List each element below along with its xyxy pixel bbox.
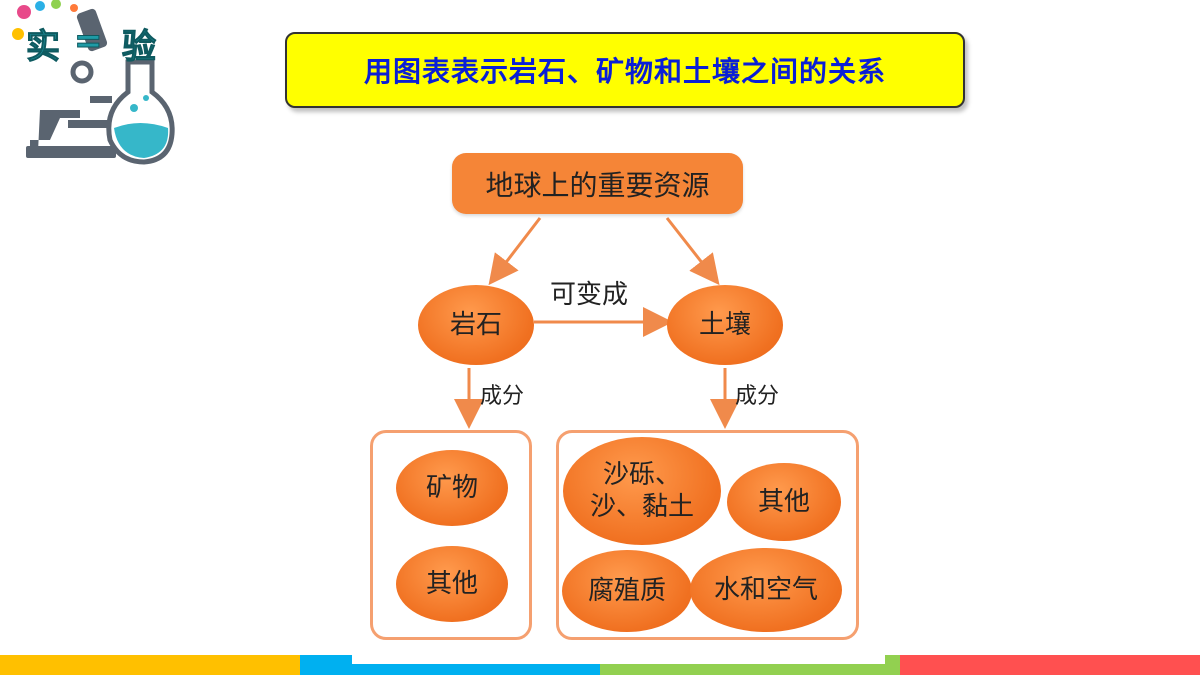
arrow-root-to-soil	[665, 217, 720, 286]
footer-mask	[352, 655, 885, 664]
node-sand-gravel-line2: 沙、黏土	[589, 492, 694, 522]
node-humus-label: 腐殖质	[587, 575, 666, 606]
confetti-decoration	[12, 0, 78, 40]
node-sand-gravel: 沙砾、 沙、黏土	[563, 437, 721, 545]
edge-label-composition-left: 成分	[480, 384, 525, 409]
flask-icon	[106, 59, 175, 165]
logo-char-2: =	[74, 21, 103, 61]
edge-label-composition-right: 成分	[735, 384, 780, 409]
node-soil-other-label: 其他	[757, 486, 810, 517]
node-mineral: 矿物	[396, 450, 508, 526]
node-mineral-label: 矿物	[425, 472, 478, 503]
node-rock-other: 其他	[396, 546, 508, 622]
node-water-air-label: 水和空气	[713, 574, 818, 605]
title-banner: 用图表表示岩石、矿物和土壤之间的关系	[285, 32, 965, 108]
node-rock: 岩石	[418, 285, 534, 365]
node-rock-other-label: 其他	[425, 568, 478, 599]
node-sand-gravel-line1: 沙砾、	[602, 459, 681, 490]
node-soil-label: 土壤	[698, 309, 751, 340]
node-sand-gravel-label: 沙砾、 沙、黏土	[590, 459, 694, 524]
node-root-label: 地球上的重要资源	[485, 168, 710, 202]
footer-stripe-yellow	[0, 655, 300, 675]
experiment-logo: 实 = 验	[12, 0, 175, 165]
edge-label-transform: 可变成	[550, 280, 629, 310]
node-water-air: 水和空气	[690, 548, 842, 632]
node-soil: 土壤	[667, 285, 783, 365]
node-humus: 腐殖质	[562, 550, 692, 632]
footer-stripe-red	[900, 655, 1200, 675]
node-soil-other: 其他	[727, 463, 841, 541]
arrow-root-to-rock	[488, 217, 542, 286]
logo-char-1: 实	[26, 27, 60, 67]
node-root: 地球上的重要资源	[452, 153, 743, 214]
node-rock-label: 岩石	[449, 309, 502, 340]
page-title: 用图表表示岩石、矿物和土壤之间的关系	[363, 55, 886, 88]
logo-char-3: 验	[122, 27, 156, 67]
microscope-icon	[26, 8, 116, 158]
